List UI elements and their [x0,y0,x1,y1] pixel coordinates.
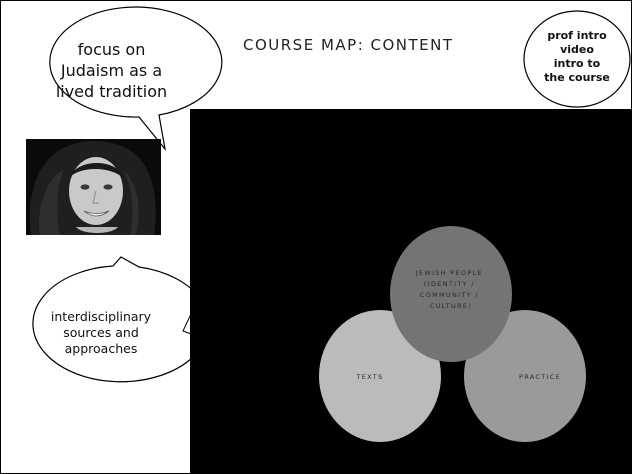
focus-line-2: Judaism as a [60,61,163,80]
intro-bubble-shape [523,10,631,108]
intro-line-3: intro to [553,57,601,70]
venn-top-line-3: COMMUNITY / [420,291,479,299]
venn-label-jewish-people: JEWISH PEOPLE (IDENTITY / COMMUNITY / CU… [415,269,487,310]
intro-line-1: prof intro [547,29,607,42]
diagram-stage: JEWISH PEOPLE (IDENTITY / COMMUNITY / CU… [190,109,631,473]
sources-line-2: sources and [63,325,139,340]
portrait-image [26,139,161,235]
venn-top-line-4: CULTURE) [430,302,472,310]
focus-line-3: lived tradition [55,82,168,101]
intro-line-2: video [560,43,594,56]
venn-circle-jewish-people [390,226,512,362]
venn-circle-practice [464,310,586,442]
sources-bubble-notch [182,313,192,335]
venn-top-line-2: (IDENTITY / [424,280,475,288]
intro-line-4: the course [544,71,610,84]
venn-label-practice: PRACTICE [519,373,561,381]
focus-line-1: focus on [77,40,146,59]
sources-line-1: interdisciplinary [50,309,152,324]
portrait-photo [26,139,161,235]
venn-label-texts: TEXTS [355,373,383,381]
venn-top-line-1: JEWISH PEOPLE [415,269,483,277]
intro-bubble-text[interactable]: prof intro video intro to the course [528,29,626,85]
focus-bubble-text: focus on Judaism as a lived tradition [39,39,184,102]
venn-diagram: JEWISH PEOPLE (IDENTITY / COMMUNITY / CU… [319,226,586,442]
sources-bubble-text: interdisciplinary sources and approaches [15,309,187,357]
focus-bubble-shape [49,6,223,152]
slide-title: COURSE MAP: CONTENT [243,36,454,54]
sources-line-3: approaches [64,341,138,356]
